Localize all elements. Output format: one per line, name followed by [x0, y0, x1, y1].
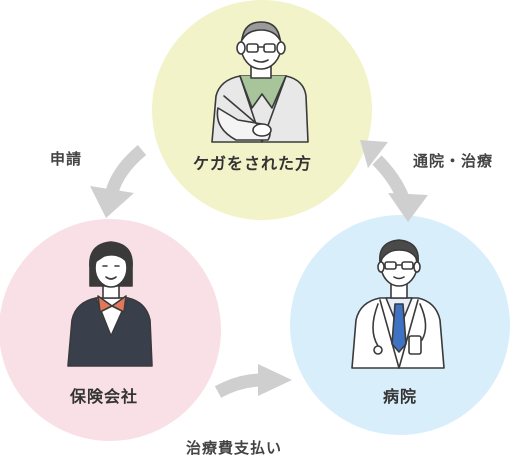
payment-arrow-head — [258, 364, 292, 396]
visit-arrow — [372, 155, 410, 201]
female-insurance-staff-icon — [67, 241, 153, 367]
doctor-icon — [351, 239, 445, 369]
application-arrow-head — [90, 186, 134, 218]
application-label: 申請 — [50, 150, 83, 168]
hospital-label: 病院 — [383, 387, 418, 406]
payment-arrow — [214, 373, 263, 398]
visit-arrow-head-bottom — [388, 193, 428, 222]
elderly-man-arm-sling-icon — [211, 21, 309, 143]
visit-arrow-head-top — [360, 140, 388, 168]
injured-person-label: ケガをされた方 — [193, 154, 313, 173]
visit-label: 通院・治療 — [413, 152, 494, 170]
application-arrow — [105, 145, 147, 194]
insurer-label: 保険会社 — [70, 387, 139, 406]
payment-label: 治療費支払い — [186, 439, 283, 457]
